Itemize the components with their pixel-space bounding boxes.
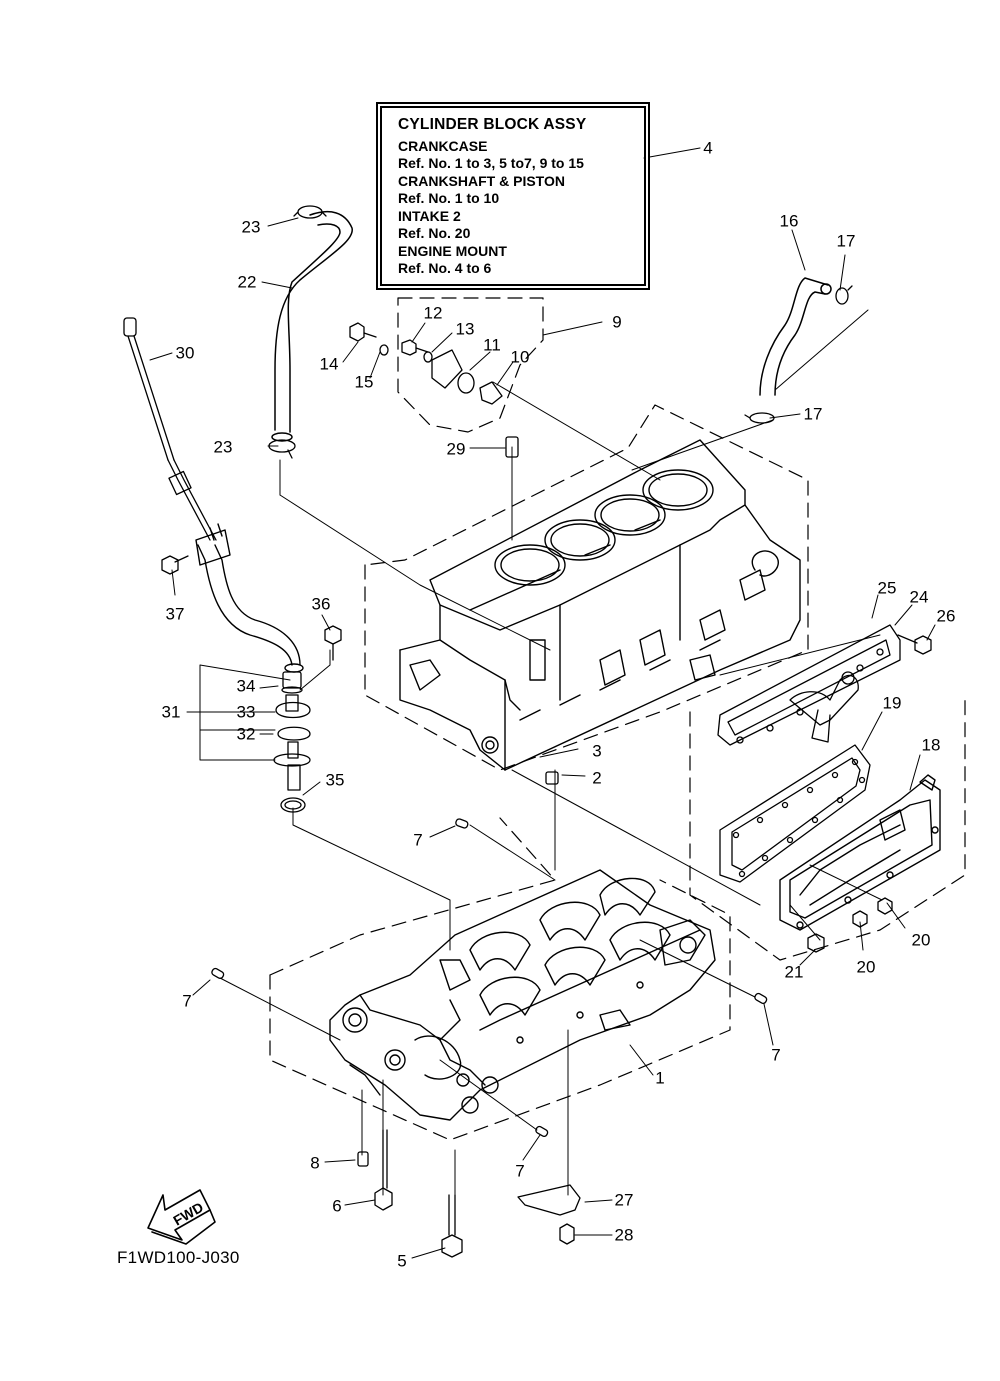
legend-line: ENGINE MOUNT [398, 242, 507, 259]
callout-label: 30 [175, 343, 195, 363]
gasket-19 [719, 744, 871, 883]
callout-label: 25 [877, 578, 897, 598]
legend-line: CRANKSHAFT & PISTON [398, 172, 565, 189]
legend-line: INTAKE 2 [398, 207, 461, 224]
callout-label: 23 [241, 217, 261, 237]
callout-label: 28 [614, 1225, 634, 1245]
callout-label: 11 [483, 335, 501, 355]
callout-label: 36 [311, 594, 331, 614]
dashed-group-lines [269, 297, 966, 1141]
dipstick-guide-31 [195, 523, 304, 673]
callout-label: 35 [325, 770, 345, 790]
callout-label: 26 [936, 606, 956, 626]
breather-hose-16 [759, 277, 832, 396]
callout-label: 6 [332, 1196, 342, 1216]
callout-label: 17 [836, 231, 856, 251]
fwd-arrow [147, 1189, 216, 1245]
callout-label: 3 [592, 741, 602, 761]
legend-line: Ref. No. 1 to 10 [398, 190, 500, 206]
callout-label: 16 [779, 211, 799, 231]
callout-label: 13 [455, 319, 475, 339]
callout-label: 12 [423, 303, 443, 323]
callout-label: 27 [614, 1190, 634, 1210]
callout-label: 4 [703, 138, 713, 158]
callout-label: 7 [182, 991, 192, 1011]
callout-label: 24 [909, 587, 929, 607]
breather-hose-22 [271, 211, 353, 442]
figure-code: F1WD100-J030 [117, 1248, 240, 1267]
callout-label: 7 [413, 830, 423, 850]
callout-label: 14 [319, 354, 339, 374]
callout-label: 23 [213, 437, 233, 457]
callout-label: 7 [771, 1045, 781, 1065]
callout-label: 2 [592, 768, 602, 788]
callout-label: 20 [911, 930, 931, 950]
callout-pointers [149, 217, 936, 1259]
callout-label: 32 [236, 724, 256, 744]
callout-label: 31 [161, 702, 181, 722]
hose-clamps [268, 205, 853, 459]
callout-label: 33 [236, 702, 256, 722]
callout-label: 29 [446, 439, 466, 459]
callout-label: 20 [856, 957, 876, 977]
legend-line: CRANKCASE [398, 137, 488, 154]
callout-label: 21 [784, 962, 804, 982]
callout-label: 18 [921, 735, 941, 755]
legend-line: Ref. No. 1 to 3, 5 to7, 9 to 15 [398, 155, 584, 171]
callout-label: 7 [515, 1161, 525, 1181]
callout-label: 1 [655, 1068, 665, 1088]
cylinder-block [399, 439, 801, 771]
legend-line: Ref. No. 20 [398, 225, 471, 241]
legend-line: Ref. No. 4 to 6 [398, 260, 492, 276]
callout-label: 22 [237, 272, 257, 292]
callout-label: 15 [354, 372, 374, 392]
intake-cover-25 [717, 624, 901, 746]
callout-label: 19 [882, 693, 902, 713]
dipstick-30 [123, 317, 217, 541]
bolts [161, 322, 932, 1258]
cover-18 [779, 774, 941, 931]
callout-label: 34 [236, 676, 256, 696]
guide-parts-32-35 [273, 671, 311, 813]
callout-label: 37 [165, 604, 185, 624]
callout-label: 8 [310, 1153, 320, 1173]
callout-label: 5 [397, 1251, 407, 1271]
assembly-legend: CYLINDER BLOCK ASSY CRANKCASE Ref. No. 1… [380, 106, 646, 286]
legend-title: CYLINDER BLOCK ASSY [398, 116, 587, 133]
callout-label: 17 [803, 404, 823, 424]
callout-label: 9 [612, 312, 622, 332]
callout-label: 10 [510, 347, 530, 367]
crankcase-1 [329, 869, 716, 1121]
